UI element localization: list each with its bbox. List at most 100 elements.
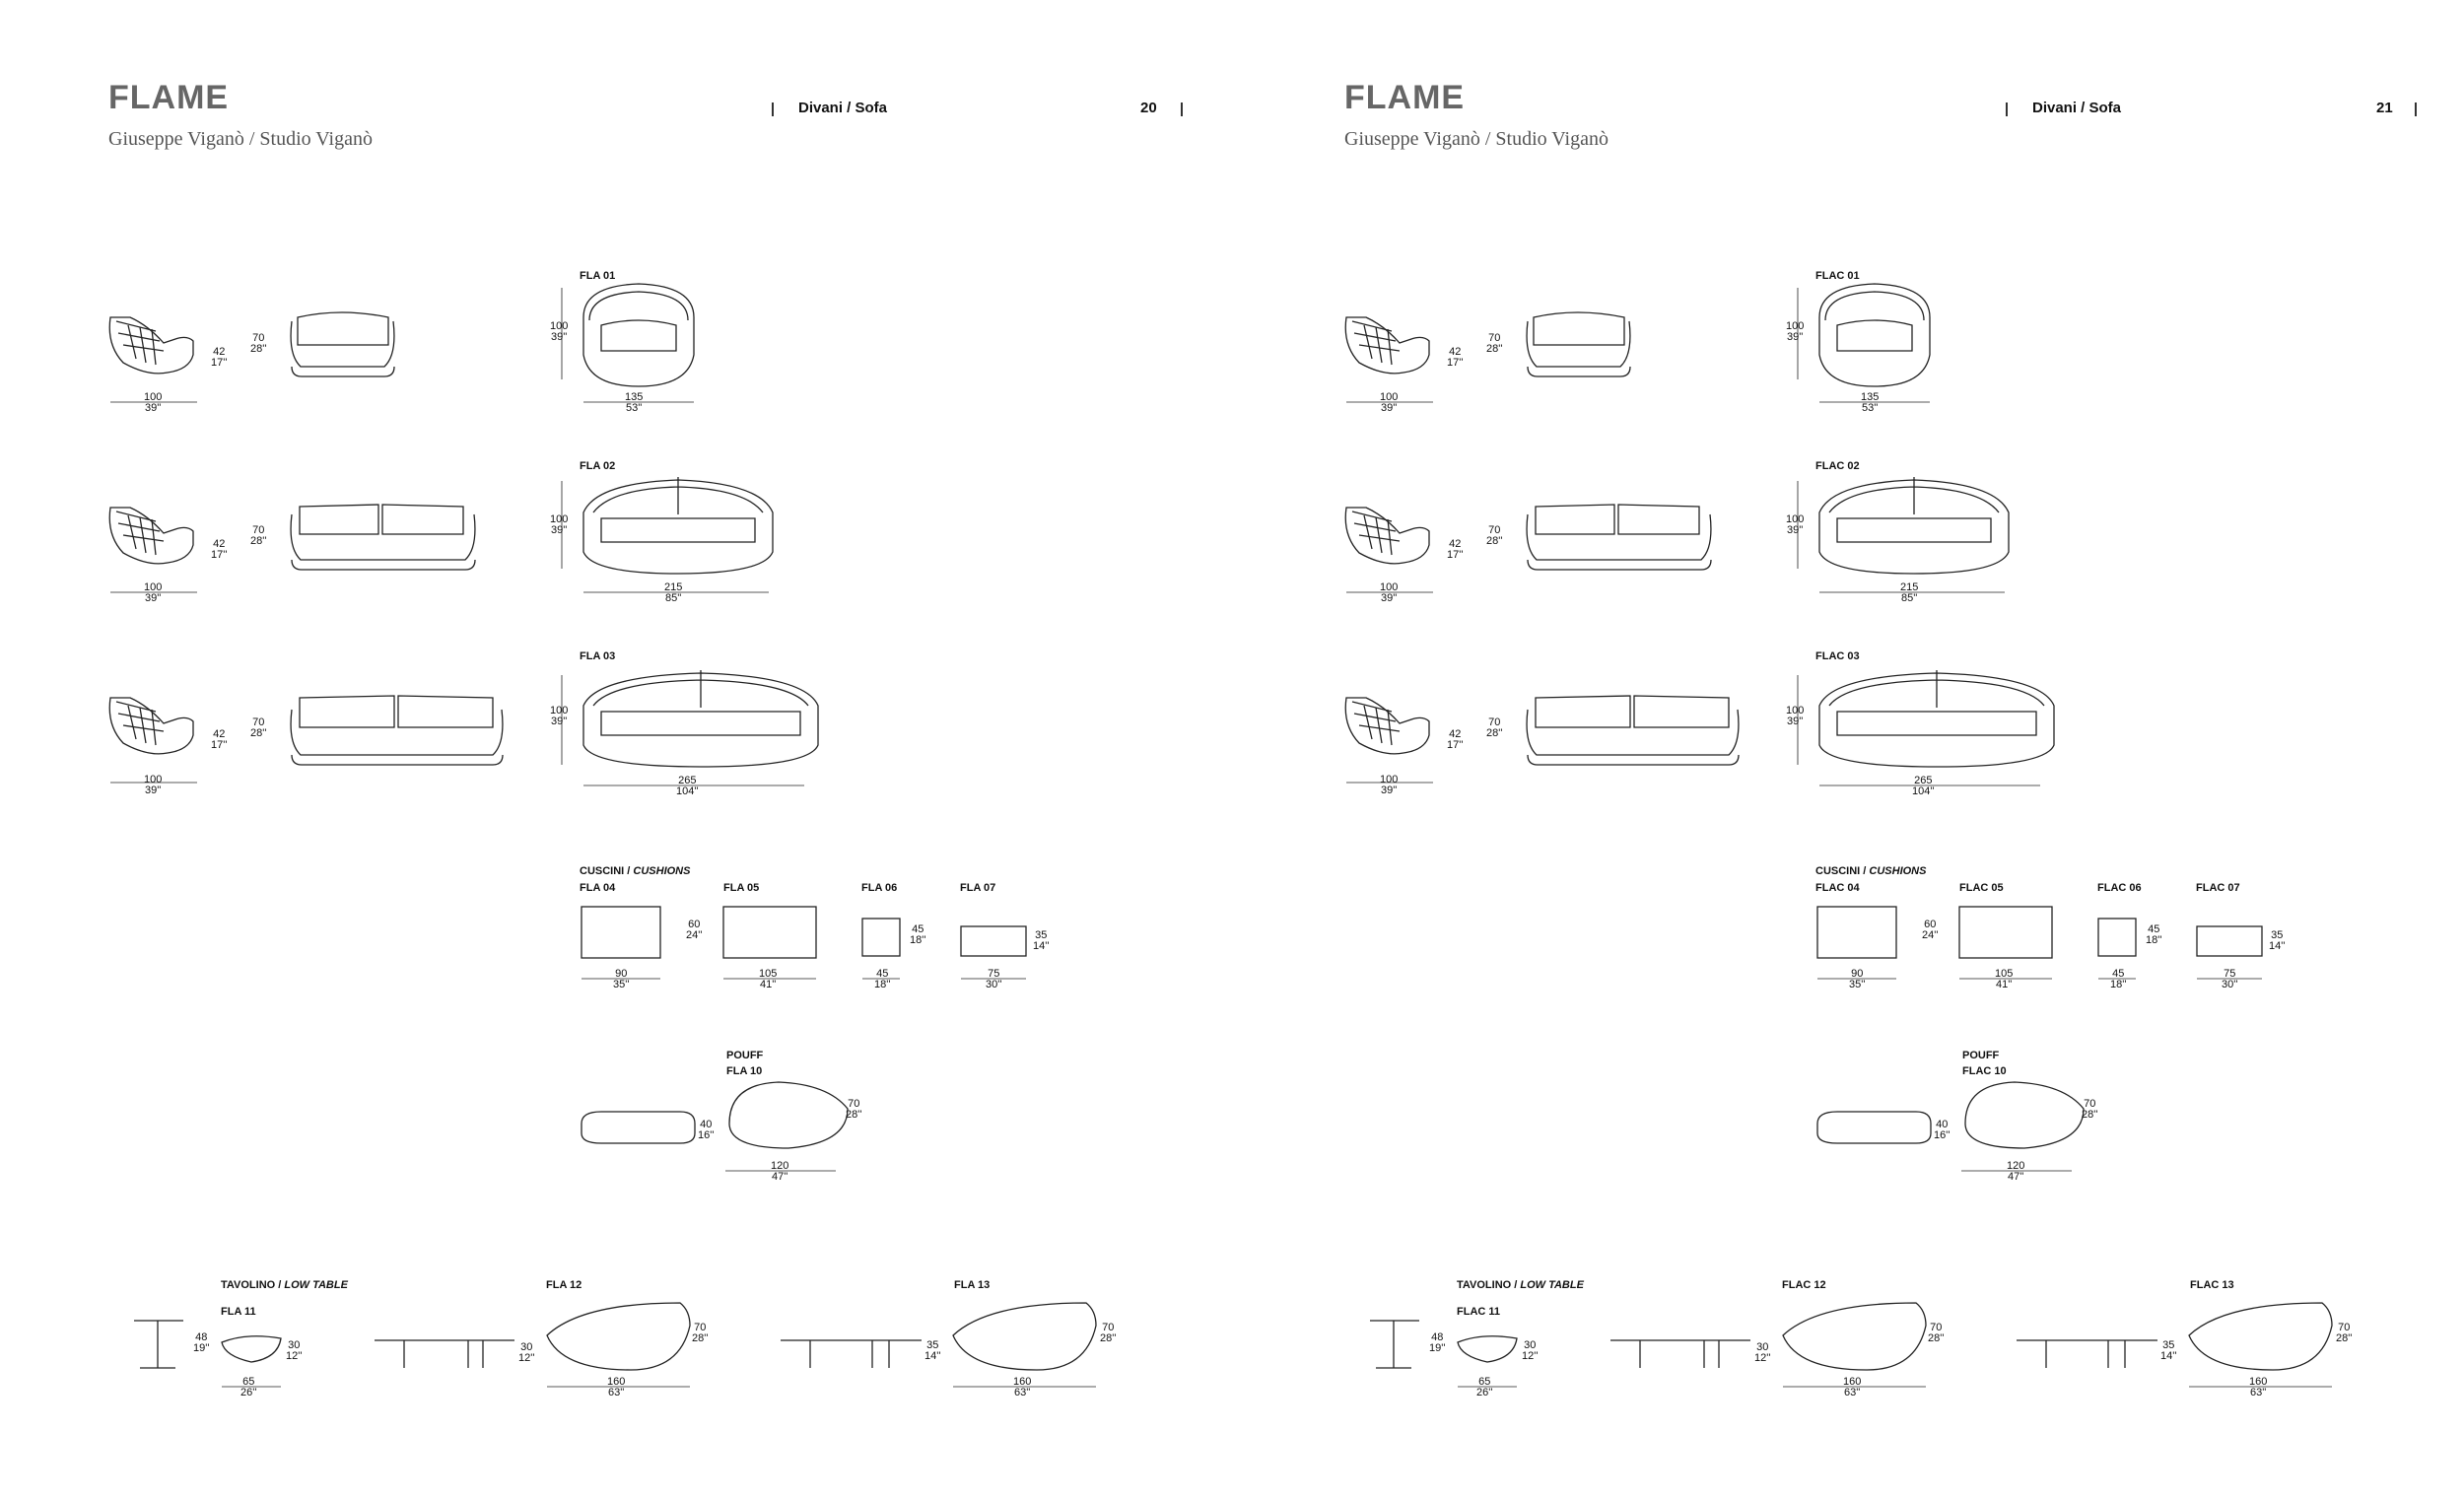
code-sofa1: FLA 01 [580,270,616,282]
right-page: FLAME Giuseppe Viganò / Studio Viganò Di… [1232,0,2464,1500]
sofa2-side-view [108,507,194,565]
pouf-top-view [1964,1081,2085,1149]
code-sofa3: FLA 03 [580,650,616,662]
divider [2006,102,2008,116]
code-pouf: FLA 10 [726,1065,763,1077]
armchair-top-view [582,283,695,387]
dimension-lines [110,288,1096,1388]
cushion-flac05 [1958,906,2053,959]
armchair-side-view [1344,316,1430,375]
brand-title: FLAME [108,79,230,116]
code-t12: FLAC 12 [1782,1279,1826,1291]
brand-title: FLAME [1344,79,1466,116]
cushion-flac06 [2097,918,2137,957]
armchair-top-view [1818,283,1931,387]
pouf-heading: POUFF [726,1050,764,1061]
code-c4: FLAC 04 [1815,882,1860,894]
table-fla11-side [134,1320,183,1369]
table-fla13-side [781,1339,922,1368]
cushion-fla04 [581,906,661,959]
pouf-side-view [581,1111,696,1144]
code-c6: FLA 06 [861,882,898,894]
sofa2-side-view [1344,507,1430,565]
code-sofa3: FLAC 03 [1815,650,1860,662]
sofa2-top-view [1818,477,2010,575]
page-number: 21 [2376,100,2393,116]
divider [2415,102,2417,116]
sofa2-front-view [1526,504,1712,571]
cushion-flac07 [2196,925,2263,957]
armchair-side-view [108,316,194,375]
sofa3-front-view [1526,695,1740,766]
cushions-heading: CUSCINI / CUSHIONS [1815,865,1927,877]
table-flac12-top [1782,1302,1927,1371]
armchair-front-view [290,311,395,377]
code-t11: FLAC 11 [1457,1306,1501,1318]
sofa2-front-view [290,504,476,571]
left-page: FLAME Giuseppe Viganò / Studio Viganò Di… [108,79,1183,1398]
code-t12: FLA 12 [546,1279,582,1291]
code-sofa2: FLA 02 [580,460,616,472]
table-flac13-top [2188,1302,2333,1371]
code-c6: FLAC 06 [2097,882,2142,894]
table-fla13-top [952,1302,1097,1371]
pouf-top-view [728,1081,849,1149]
cushion-fla05 [722,906,817,959]
table-flac11-side [1370,1320,1419,1369]
sofa3-side-view [1344,697,1430,755]
code-c5: FLA 05 [723,882,760,894]
table-fla12-top [546,1302,691,1371]
cushions-heading: CUSCINI / CUSHIONS [580,865,691,877]
designer-credit: Giuseppe Viganò / Studio Viganò [108,128,373,150]
divider [1181,102,1183,116]
sofa3-top-view [1818,670,2055,768]
